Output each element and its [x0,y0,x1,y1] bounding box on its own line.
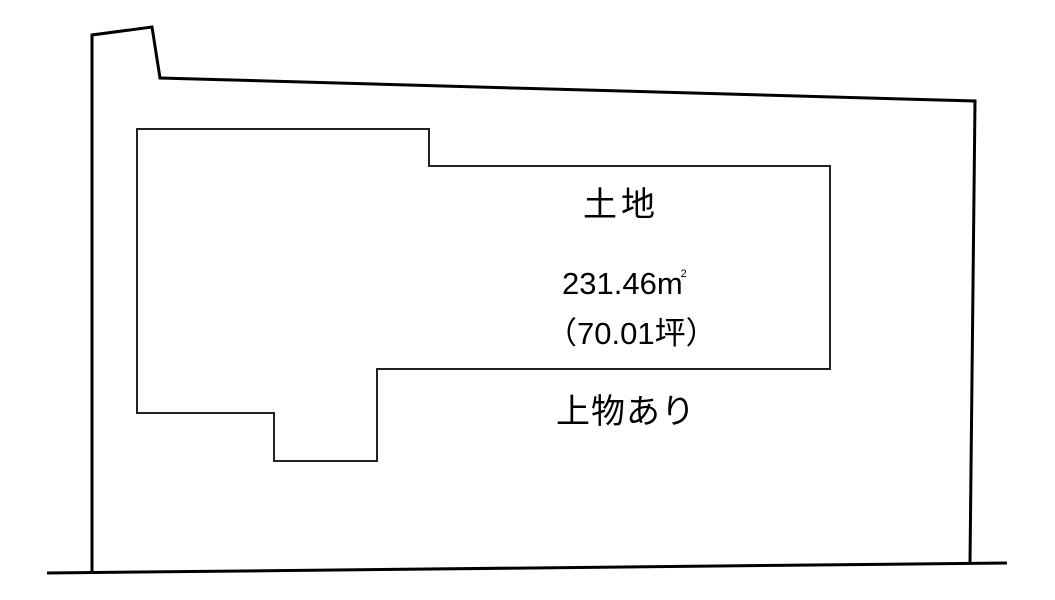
building-footprint-outline [136,128,831,462]
land-area-label: 231.46m2 [562,268,687,299]
land-area-value: 231.46m [562,266,683,301]
building-present-note: 上物あり [556,392,696,432]
land-title-label: 土地 [583,185,659,225]
square-unit-superscript: 2 [680,268,687,280]
lot-boundary-line [90,25,977,573]
land-area-tsubo-label: （70.01坪） [546,316,717,351]
road-frontage-line [46,561,1008,575]
